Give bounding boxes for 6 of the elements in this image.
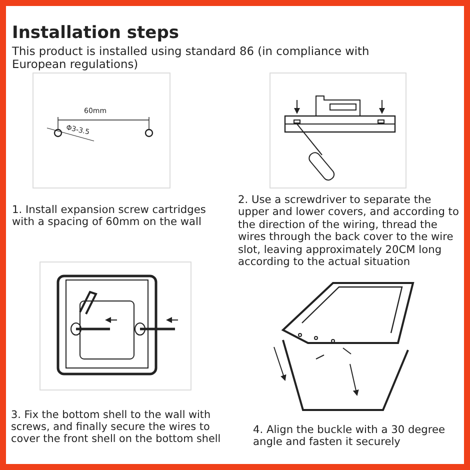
step-caption: 3. Fix the bottom shell to the wall with screws, and finally secure the wires to cover the front shell on the bottom shell (11, 409, 222, 446)
page-title: Installation steps (12, 24, 179, 44)
subtitle: This product is installed using standard 86 (in compliance with European regulations) (12, 45, 370, 72)
step-caption: 2. Use a screwdriver to separate the upper and lower covers, and according to the direction of the wiring, thread the wires through the back cover to the wire slot, leaving approximately 20CM long according to the actual situation (238, 194, 460, 268)
step-caption: 4. Align the buckle with a 30 degree angle and fasten it securely (253, 424, 446, 449)
step-caption: 1. Install expansion screw cartridges with a spacing of 60mm on the wall (12, 204, 207, 229)
